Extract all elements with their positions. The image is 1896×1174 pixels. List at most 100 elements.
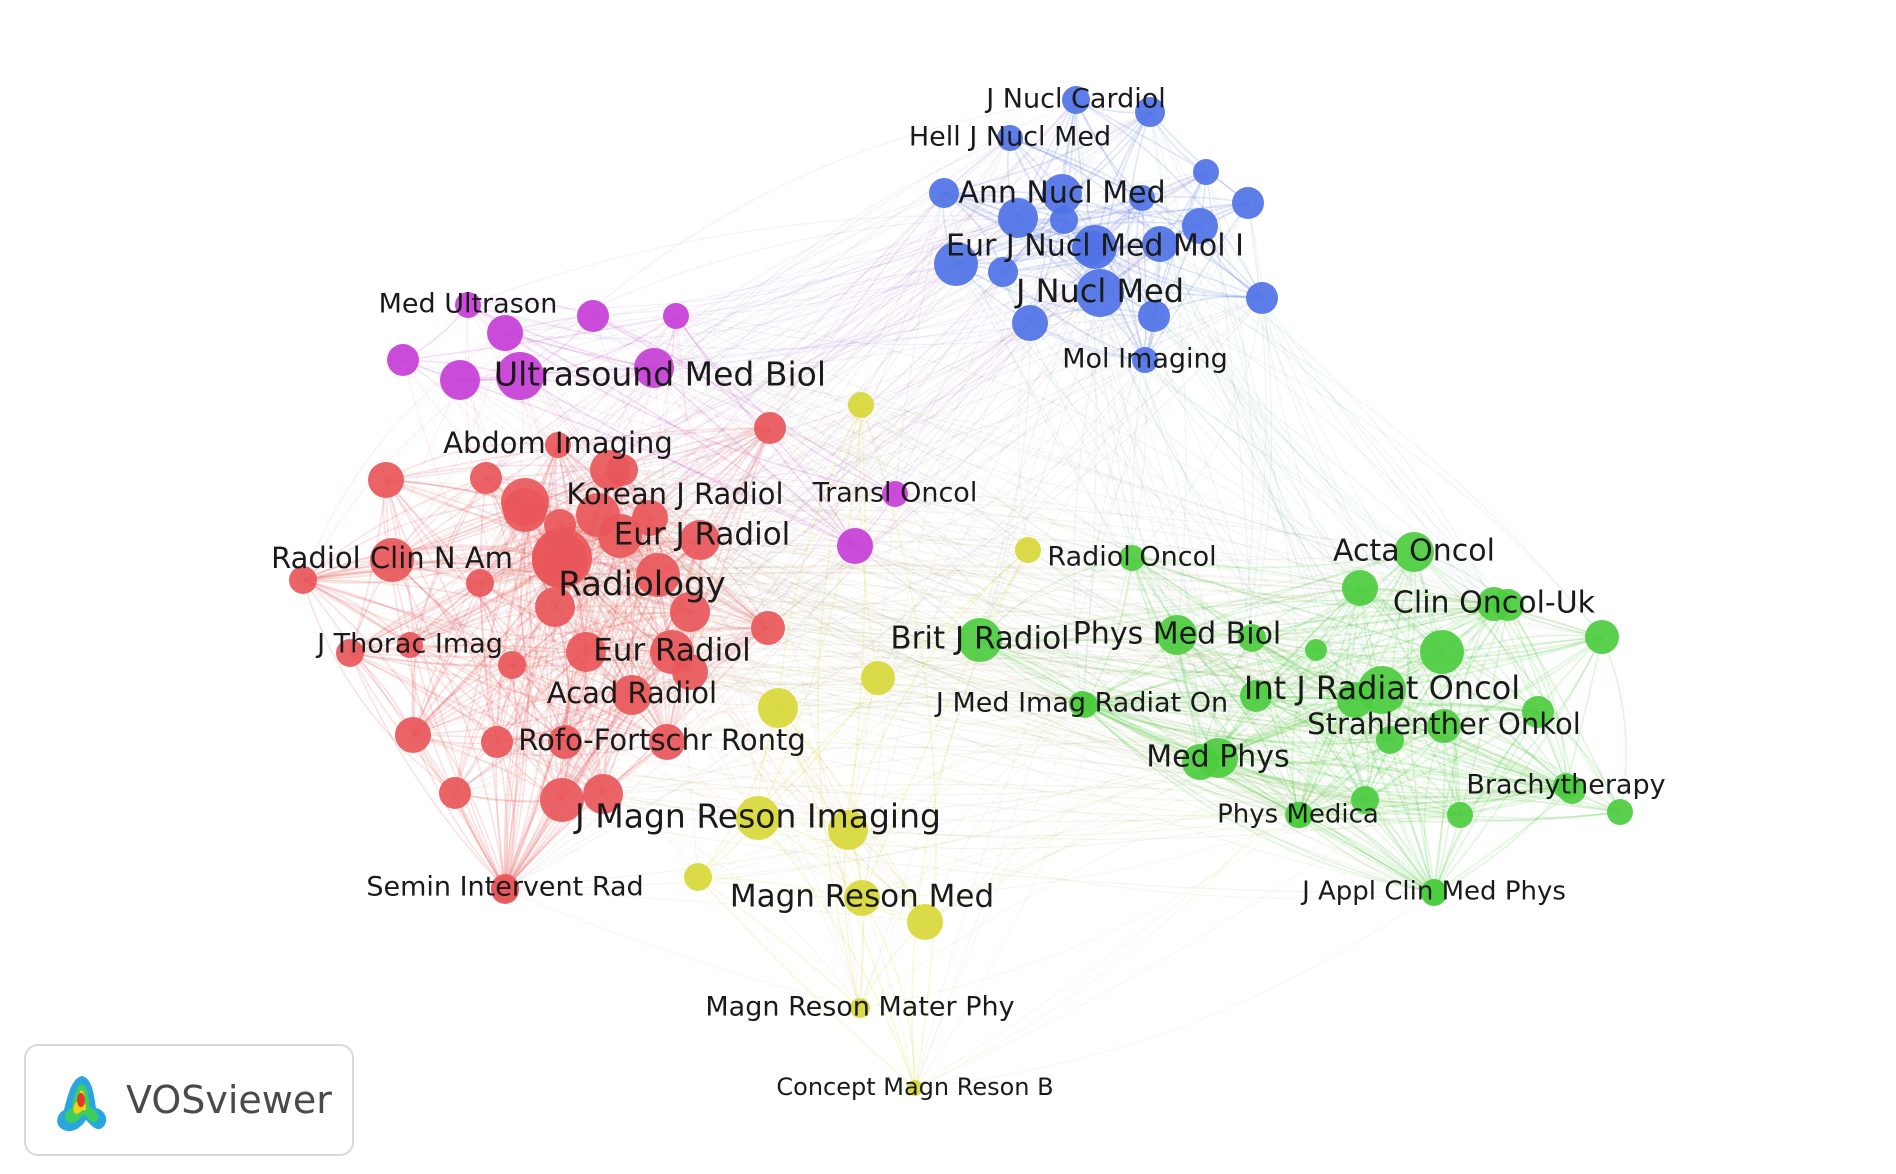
journal-node-unlabeled[interactable]: [634, 348, 674, 388]
journal-node-unlabeled[interactable]: [1305, 639, 1327, 661]
journal-node-unlabeled[interactable]: [1351, 786, 1379, 814]
journal-node-unlabeled[interactable]: [1376, 726, 1404, 754]
journal-node[interactable]: [844, 880, 880, 916]
journal-node-unlabeled[interactable]: [577, 300, 609, 332]
journal-node-unlabeled[interactable]: [1182, 208, 1218, 244]
journal-node-unlabeled[interactable]: [1287, 802, 1313, 828]
journal-node-unlabeled[interactable]: [487, 315, 523, 351]
journal-node-unlabeled[interactable]: [684, 863, 712, 891]
journal-node-unlabeled[interactable]: [1050, 206, 1078, 234]
journal-node-unlabeled[interactable]: [758, 688, 798, 728]
journal-node-unlabeled[interactable]: [998, 198, 1038, 238]
journal-node[interactable]: [1042, 174, 1082, 214]
journal-node-unlabeled[interactable]: [754, 412, 786, 444]
journal-node-unlabeled[interactable]: [837, 528, 873, 564]
journal-node-unlabeled[interactable]: [1240, 680, 1272, 712]
journal-node-unlabeled[interactable]: [540, 778, 584, 822]
journal-node[interactable]: [1157, 615, 1197, 655]
journal-node[interactable]: [1394, 532, 1434, 572]
journal-node[interactable]: [455, 292, 481, 318]
journal-node-unlabeled[interactable]: [491, 876, 519, 904]
journal-node-unlabeled[interactable]: [1232, 187, 1264, 219]
network-edge: [302, 579, 668, 743]
journal-node-unlabeled[interactable]: [1607, 799, 1633, 825]
journal-node[interactable]: [397, 632, 423, 658]
journal-node-unlabeled[interactable]: [1421, 880, 1447, 906]
journal-node-unlabeled[interactable]: [1138, 300, 1170, 332]
journal-node-unlabeled[interactable]: [907, 904, 943, 940]
journal-node-unlabeled[interactable]: [929, 178, 959, 208]
journal-node[interactable]: [850, 998, 870, 1018]
journal-node-unlabeled[interactable]: [566, 632, 606, 672]
journal-node[interactable]: [907, 1080, 923, 1096]
journal-node-unlabeled[interactable]: [440, 360, 480, 400]
journal-node[interactable]: [1076, 269, 1124, 317]
network-edge: [1407, 551, 1435, 894]
journal-node-unlabeled[interactable]: [544, 509, 576, 541]
journal-node-unlabeled[interactable]: [1246, 282, 1278, 314]
journal-node-unlabeled[interactable]: [1558, 776, 1586, 804]
journal-node-unlabeled[interactable]: [439, 777, 471, 809]
journal-node-unlabeled[interactable]: [632, 500, 668, 536]
journal-node-unlabeled[interactable]: [289, 566, 317, 594]
journal-node-unlabeled[interactable]: [751, 611, 785, 645]
journal-node[interactable]: [1132, 347, 1158, 373]
journal-node-unlabeled[interactable]: [828, 810, 868, 850]
journal-node-unlabeled[interactable]: [1129, 185, 1155, 211]
journal-node-unlabeled[interactable]: [1182, 744, 1218, 780]
journal-node-unlabeled[interactable]: [1342, 570, 1378, 606]
journal-node-unlabeled[interactable]: [1420, 630, 1464, 674]
journal-node-unlabeled[interactable]: [1238, 624, 1266, 652]
journal-node-unlabeled[interactable]: [503, 488, 547, 532]
journal-node-unlabeled[interactable]: [1447, 802, 1473, 828]
journal-node-unlabeled[interactable]: [1135, 97, 1165, 127]
journal-node-unlabeled[interactable]: [649, 724, 685, 760]
journal-node-unlabeled[interactable]: [498, 651, 526, 679]
journal-node-unlabeled[interactable]: [387, 344, 419, 376]
journal-node[interactable]: [370, 538, 414, 582]
journal-node[interactable]: [997, 125, 1023, 151]
journal-node-unlabeled[interactable]: [636, 553, 680, 597]
journal-node[interactable]: [1427, 709, 1461, 743]
journal-node-unlabeled[interactable]: [395, 717, 431, 753]
journal-node-unlabeled[interactable]: [470, 462, 502, 494]
journal-node-unlabeled[interactable]: [1522, 696, 1554, 728]
journal-node[interactable]: [736, 796, 780, 840]
journal-node[interactable]: [548, 725, 582, 759]
journal-node-unlabeled[interactable]: [583, 774, 623, 814]
journal-node-unlabeled[interactable]: [670, 592, 710, 632]
journal-node-unlabeled[interactable]: [336, 639, 364, 667]
journal-node[interactable]: [882, 481, 908, 507]
journal-node-unlabeled[interactable]: [1072, 230, 1108, 266]
journal-node-unlabeled[interactable]: [672, 654, 708, 690]
journal-node-unlabeled[interactable]: [1012, 305, 1048, 341]
journal-node-unlabeled[interactable]: [1072, 692, 1098, 718]
journal-node-unlabeled[interactable]: [532, 532, 588, 588]
journal-node[interactable]: [496, 352, 544, 400]
journal-node[interactable]: [545, 432, 571, 458]
journal-node-unlabeled[interactable]: [848, 392, 874, 418]
journal-node[interactable]: [612, 675, 652, 715]
journal-node-unlabeled[interactable]: [606, 454, 638, 486]
journal-node[interactable]: [1119, 545, 1145, 571]
journal-node-unlabeled[interactable]: [934, 242, 978, 286]
journal-node-unlabeled[interactable]: [1492, 589, 1524, 621]
journal-node-unlabeled[interactable]: [861, 661, 895, 695]
journal-node[interactable]: [958, 618, 1002, 662]
journal-node-unlabeled[interactable]: [466, 569, 494, 597]
journal-node-unlabeled[interactable]: [481, 726, 513, 758]
journal-node-unlabeled[interactable]: [1193, 159, 1219, 185]
journal-node-unlabeled[interactable]: [1585, 620, 1619, 654]
journal-node[interactable]: [1062, 86, 1090, 114]
journal-node-unlabeled[interactable]: [535, 587, 575, 627]
journal-node-unlabeled[interactable]: [368, 462, 404, 498]
journal-node-unlabeled[interactable]: [576, 493, 620, 537]
journal-node-unlabeled[interactable]: [988, 257, 1018, 287]
journal-node-unlabeled[interactable]: [1015, 537, 1041, 563]
journal-node-unlabeled[interactable]: [1337, 682, 1373, 718]
journal-label: J Nucl Cardiol: [984, 84, 1165, 115]
journal-node-unlabeled[interactable]: [680, 520, 720, 560]
journal-node-unlabeled[interactable]: [663, 303, 689, 329]
journal-node-unlabeled[interactable]: [1142, 226, 1178, 262]
